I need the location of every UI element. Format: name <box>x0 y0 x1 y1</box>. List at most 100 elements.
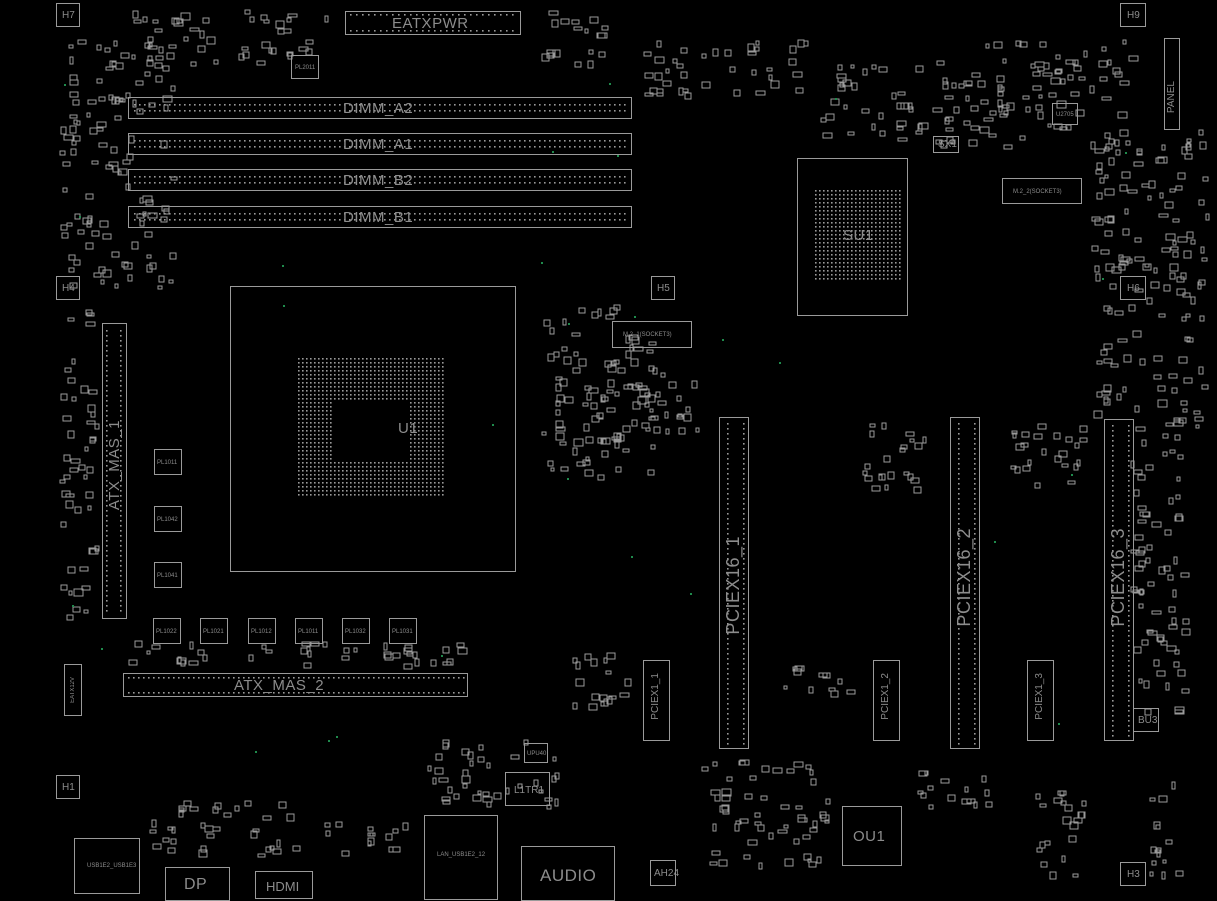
dimm-pin <box>599 104 601 106</box>
dimm-pin <box>189 104 191 106</box>
dimm-pin <box>304 146 306 148</box>
mounting-hole-h6: H6 <box>1120 276 1146 300</box>
dimm-pin <box>489 104 491 106</box>
passive-component <box>168 44 177 49</box>
pcie-pin <box>1112 505 1114 507</box>
pcie-pin <box>958 558 960 560</box>
dimm-pin <box>449 146 451 148</box>
pch-ball <box>835 278 837 280</box>
atx-pin <box>416 14 418 16</box>
pcie-pin <box>727 583 729 585</box>
passive-component <box>63 454 71 462</box>
rail-pin <box>106 600 108 602</box>
cpu-pin <box>306 366 308 368</box>
pch-ball <box>891 266 893 268</box>
pcie-pin <box>1128 490 1130 492</box>
dimm-pin <box>374 146 376 148</box>
dimm-pin <box>254 104 256 106</box>
pch-ball <box>819 254 821 256</box>
passive-component <box>170 176 178 181</box>
dimm-pin <box>269 140 271 142</box>
pch-ball <box>863 278 865 280</box>
pcie-pin <box>1112 430 1114 432</box>
dimm-pin <box>234 146 236 148</box>
pcie-pin <box>743 433 745 435</box>
passive-component <box>170 838 177 845</box>
rail-pin <box>106 335 108 337</box>
cpu-pin <box>422 402 424 404</box>
rail-pin <box>106 460 108 462</box>
cpu-pin <box>390 358 392 360</box>
pch-ball <box>859 274 861 276</box>
passive-component <box>80 385 89 394</box>
cpu-pin <box>334 478 336 480</box>
cpu-pin <box>378 478 380 480</box>
pch-ball <box>823 234 825 236</box>
pch-ball <box>815 234 817 236</box>
passive-component <box>133 19 142 24</box>
pcie-pin <box>1112 620 1114 622</box>
dimm-pin <box>604 110 606 112</box>
pcie-pin <box>1112 590 1114 592</box>
passive-component <box>1159 192 1164 199</box>
pch-ball <box>827 246 829 248</box>
cpu-pin <box>398 470 400 472</box>
cpu-pin <box>342 366 344 368</box>
dimm-pin <box>459 182 461 184</box>
passive-component <box>200 822 206 829</box>
dimm-pin <box>149 213 151 215</box>
cpu-pin <box>434 438 436 440</box>
dimm-pin <box>154 213 156 215</box>
pch-ball <box>867 190 869 192</box>
cpu-pin <box>306 466 308 468</box>
rail-pin <box>120 425 122 427</box>
pch-ball <box>867 242 869 244</box>
dimm-pin <box>154 182 156 184</box>
pch-ball <box>839 218 841 220</box>
dimm-pin <box>189 110 191 112</box>
pch-ball <box>847 246 849 248</box>
pcie-pin <box>727 708 729 710</box>
cpu-pin <box>306 390 308 392</box>
pch-ball <box>827 194 829 196</box>
pcie-pin <box>974 423 976 425</box>
dimm-pin <box>189 176 191 178</box>
passive-component <box>286 813 295 822</box>
cpu-pin <box>394 378 396 380</box>
passive-component <box>180 12 191 21</box>
cpu-pin <box>302 450 304 452</box>
dimm-pin <box>399 219 401 221</box>
pch-ball <box>831 226 833 228</box>
passive-component <box>1180 572 1190 578</box>
pch-ball <box>839 242 841 244</box>
cpu-pin <box>314 466 316 468</box>
dimm-pin <box>344 176 346 178</box>
dimm-pin <box>219 140 221 142</box>
pch-ball <box>859 266 861 268</box>
pch-ball <box>871 254 873 256</box>
dimm-pin <box>594 140 596 142</box>
passive-component <box>1044 840 1051 846</box>
cpu-pin <box>318 422 320 424</box>
pcie-pin <box>1128 525 1130 527</box>
dimm-pin <box>569 104 571 106</box>
cpu-pin <box>322 426 324 428</box>
pch-ball <box>831 190 833 192</box>
passive-component <box>1042 72 1053 77</box>
test-point <box>1058 723 1060 725</box>
dimm-pin <box>134 176 136 178</box>
passive-component <box>1165 682 1170 691</box>
cpu-pin <box>406 370 408 372</box>
cpu-pin <box>374 474 376 476</box>
cpu-pin <box>442 474 444 476</box>
cpu-pin <box>306 374 308 376</box>
pcie-pin <box>727 598 729 600</box>
dimm-pin <box>249 182 251 184</box>
pch-ball <box>851 258 853 260</box>
passive-component <box>87 505 92 511</box>
rail-pin <box>338 677 340 679</box>
pch-ball <box>883 190 885 192</box>
h9-label: H9 <box>1127 10 1140 21</box>
atx-pin <box>446 14 448 16</box>
dimm-pin <box>294 219 296 221</box>
